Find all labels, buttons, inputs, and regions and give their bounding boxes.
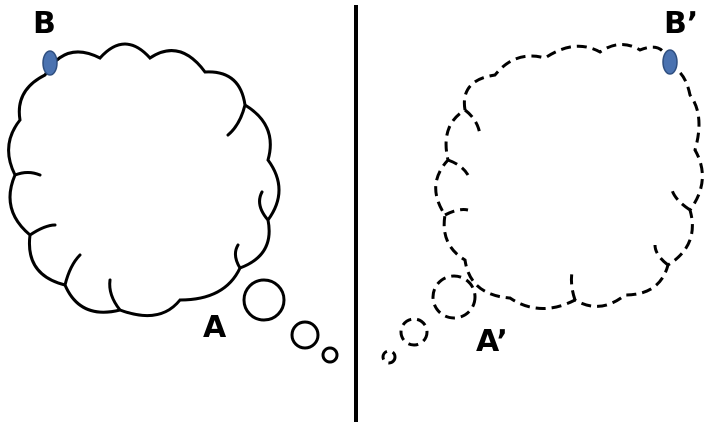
solid-thought-cloud — [9, 44, 337, 362]
right-panel: B’ A’ — [383, 6, 702, 363]
left-panel: B A — [9, 6, 337, 362]
dashed-cloud-detail — [465, 110, 480, 135]
dashed-cloud-detail — [571, 272, 575, 300]
point-b-marker — [43, 51, 57, 75]
solid-thought-bubble-medium — [292, 322, 318, 348]
solid-cloud-outline — [9, 44, 279, 316]
dashed-cloud-detail — [655, 245, 668, 265]
solid-cloud-detail — [110, 280, 120, 310]
solid-thought-bubble-small — [323, 348, 337, 362]
dashed-thought-cloud — [383, 44, 702, 363]
point-b-prime-marker — [663, 50, 677, 74]
solid-cloud-detail — [65, 255, 80, 285]
label-b: B — [33, 6, 56, 41]
label-a-prime: A’ — [476, 324, 508, 359]
solid-cloud-detail — [15, 173, 40, 176]
label-a: A — [203, 310, 227, 345]
dashed-cloud-outline — [436, 44, 703, 308]
label-b-prime: B’ — [664, 6, 698, 41]
dashed-thought-bubble-small — [383, 351, 395, 363]
solid-cloud-detail — [228, 105, 245, 135]
dashed-cloud-detail — [672, 190, 690, 210]
solid-thought-bubble-large — [244, 280, 284, 320]
dashed-cloud-detail — [448, 160, 468, 175]
solid-cloud-detail — [235, 245, 240, 268]
solid-cloud-detail — [260, 192, 268, 220]
solid-cloud-detail — [30, 225, 55, 235]
dashed-cloud-detail — [445, 210, 468, 215]
dashed-thought-bubble-large — [433, 276, 475, 318]
dashed-thought-bubble-medium — [401, 319, 427, 345]
